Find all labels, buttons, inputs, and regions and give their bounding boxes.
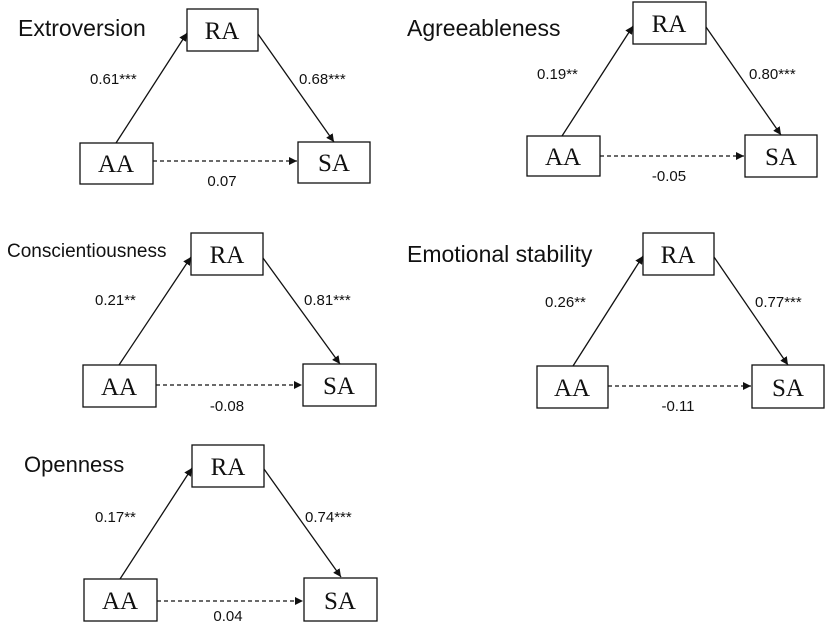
node-aa-label: AA [102, 588, 138, 615]
path-arrow-ra-sa [262, 257, 341, 365]
path-arrow-aa-ra [115, 32, 188, 144]
node-sa-label: SA [323, 373, 355, 400]
node-aa-label: AA [545, 144, 581, 171]
coef-ra-sa: 0.77*** [755, 294, 802, 311]
path-arrow-aa-ra [118, 256, 192, 366]
path-arrow-ra-sa [713, 256, 789, 366]
panel-emotional-stability: Emotional stability RA AA SA 0.26** 0.77… [407, 232, 825, 415]
node-sa [297, 141, 371, 184]
coef-ra-sa: 0.81*** [304, 292, 351, 309]
panel-title: Emotional stability [407, 241, 593, 267]
path-arrow-aa-ra [572, 255, 644, 367]
node-aa-label: AA [101, 374, 137, 401]
coef-ra-sa: 0.74*** [305, 509, 352, 526]
coef-ra-sa: 0.80*** [749, 66, 796, 83]
panel-conscientiousness: Conscientiousness RA AA SA 0.21** 0.81**… [7, 232, 377, 415]
node-sa [302, 363, 377, 407]
node-sa-label: SA [765, 144, 797, 171]
coef-aa-sa: -0.11 [661, 398, 694, 415]
node-ra-label: RA [652, 11, 687, 38]
node-ra [186, 8, 259, 52]
node-ra [642, 232, 715, 276]
coef-aa-sa: 0.04 [213, 608, 242, 624]
coef-aa-sa: 0.07 [207, 173, 236, 190]
node-ra [190, 232, 264, 276]
node-ra-label: RA [205, 18, 240, 45]
coef-aa-ra: 0.61*** [90, 71, 137, 88]
node-aa [82, 364, 157, 408]
node-aa [83, 578, 158, 622]
panel-title: Openness [24, 452, 124, 477]
node-ra [632, 1, 707, 45]
node-aa [79, 142, 154, 185]
node-sa-label: SA [772, 375, 804, 402]
node-sa-label: SA [324, 588, 356, 615]
coef-aa-sa: -0.05 [652, 168, 686, 185]
coef-ra-sa: 0.68*** [299, 71, 346, 88]
path-arrow-ra-sa [705, 26, 782, 136]
panel-extroversion: Extroversion RA AA SA 0.61*** 0.68*** 0.… [18, 8, 371, 190]
path-arrow-ra-sa [263, 468, 342, 578]
node-aa [526, 135, 601, 177]
node-ra-label: RA [211, 454, 246, 481]
coef-aa-ra: 0.21** [95, 292, 136, 309]
node-aa-label: AA [98, 151, 134, 178]
path-arrow-ra-sa [257, 33, 335, 143]
node-sa [744, 134, 818, 178]
panel-title: Agreeableness [407, 15, 560, 41]
node-aa [536, 365, 609, 409]
node-sa [303, 577, 378, 622]
coef-aa-ra: 0.19** [537, 66, 578, 83]
node-ra-label: RA [210, 242, 245, 269]
node-sa-label: SA [318, 150, 350, 177]
path-arrow-aa-ra [561, 25, 634, 137]
panel-title: Conscientiousness [7, 241, 166, 262]
panel-title: Extroversion [18, 15, 146, 41]
node-ra [191, 444, 265, 488]
node-aa-label: AA [554, 375, 590, 402]
node-sa [751, 364, 825, 409]
coef-aa-sa: -0.08 [210, 398, 244, 415]
path-arrow-aa-ra [119, 467, 193, 580]
panel-agreeableness: Agreeableness RA AA SA 0.19** 0.80*** -0… [407, 1, 818, 185]
coef-aa-ra: 0.17** [95, 509, 136, 526]
node-ra-label: RA [661, 242, 696, 269]
panel-openness: Openness RA AA SA 0.17** 0.74*** 0.04 [24, 444, 378, 624]
coef-aa-ra: 0.26** [545, 294, 586, 311]
